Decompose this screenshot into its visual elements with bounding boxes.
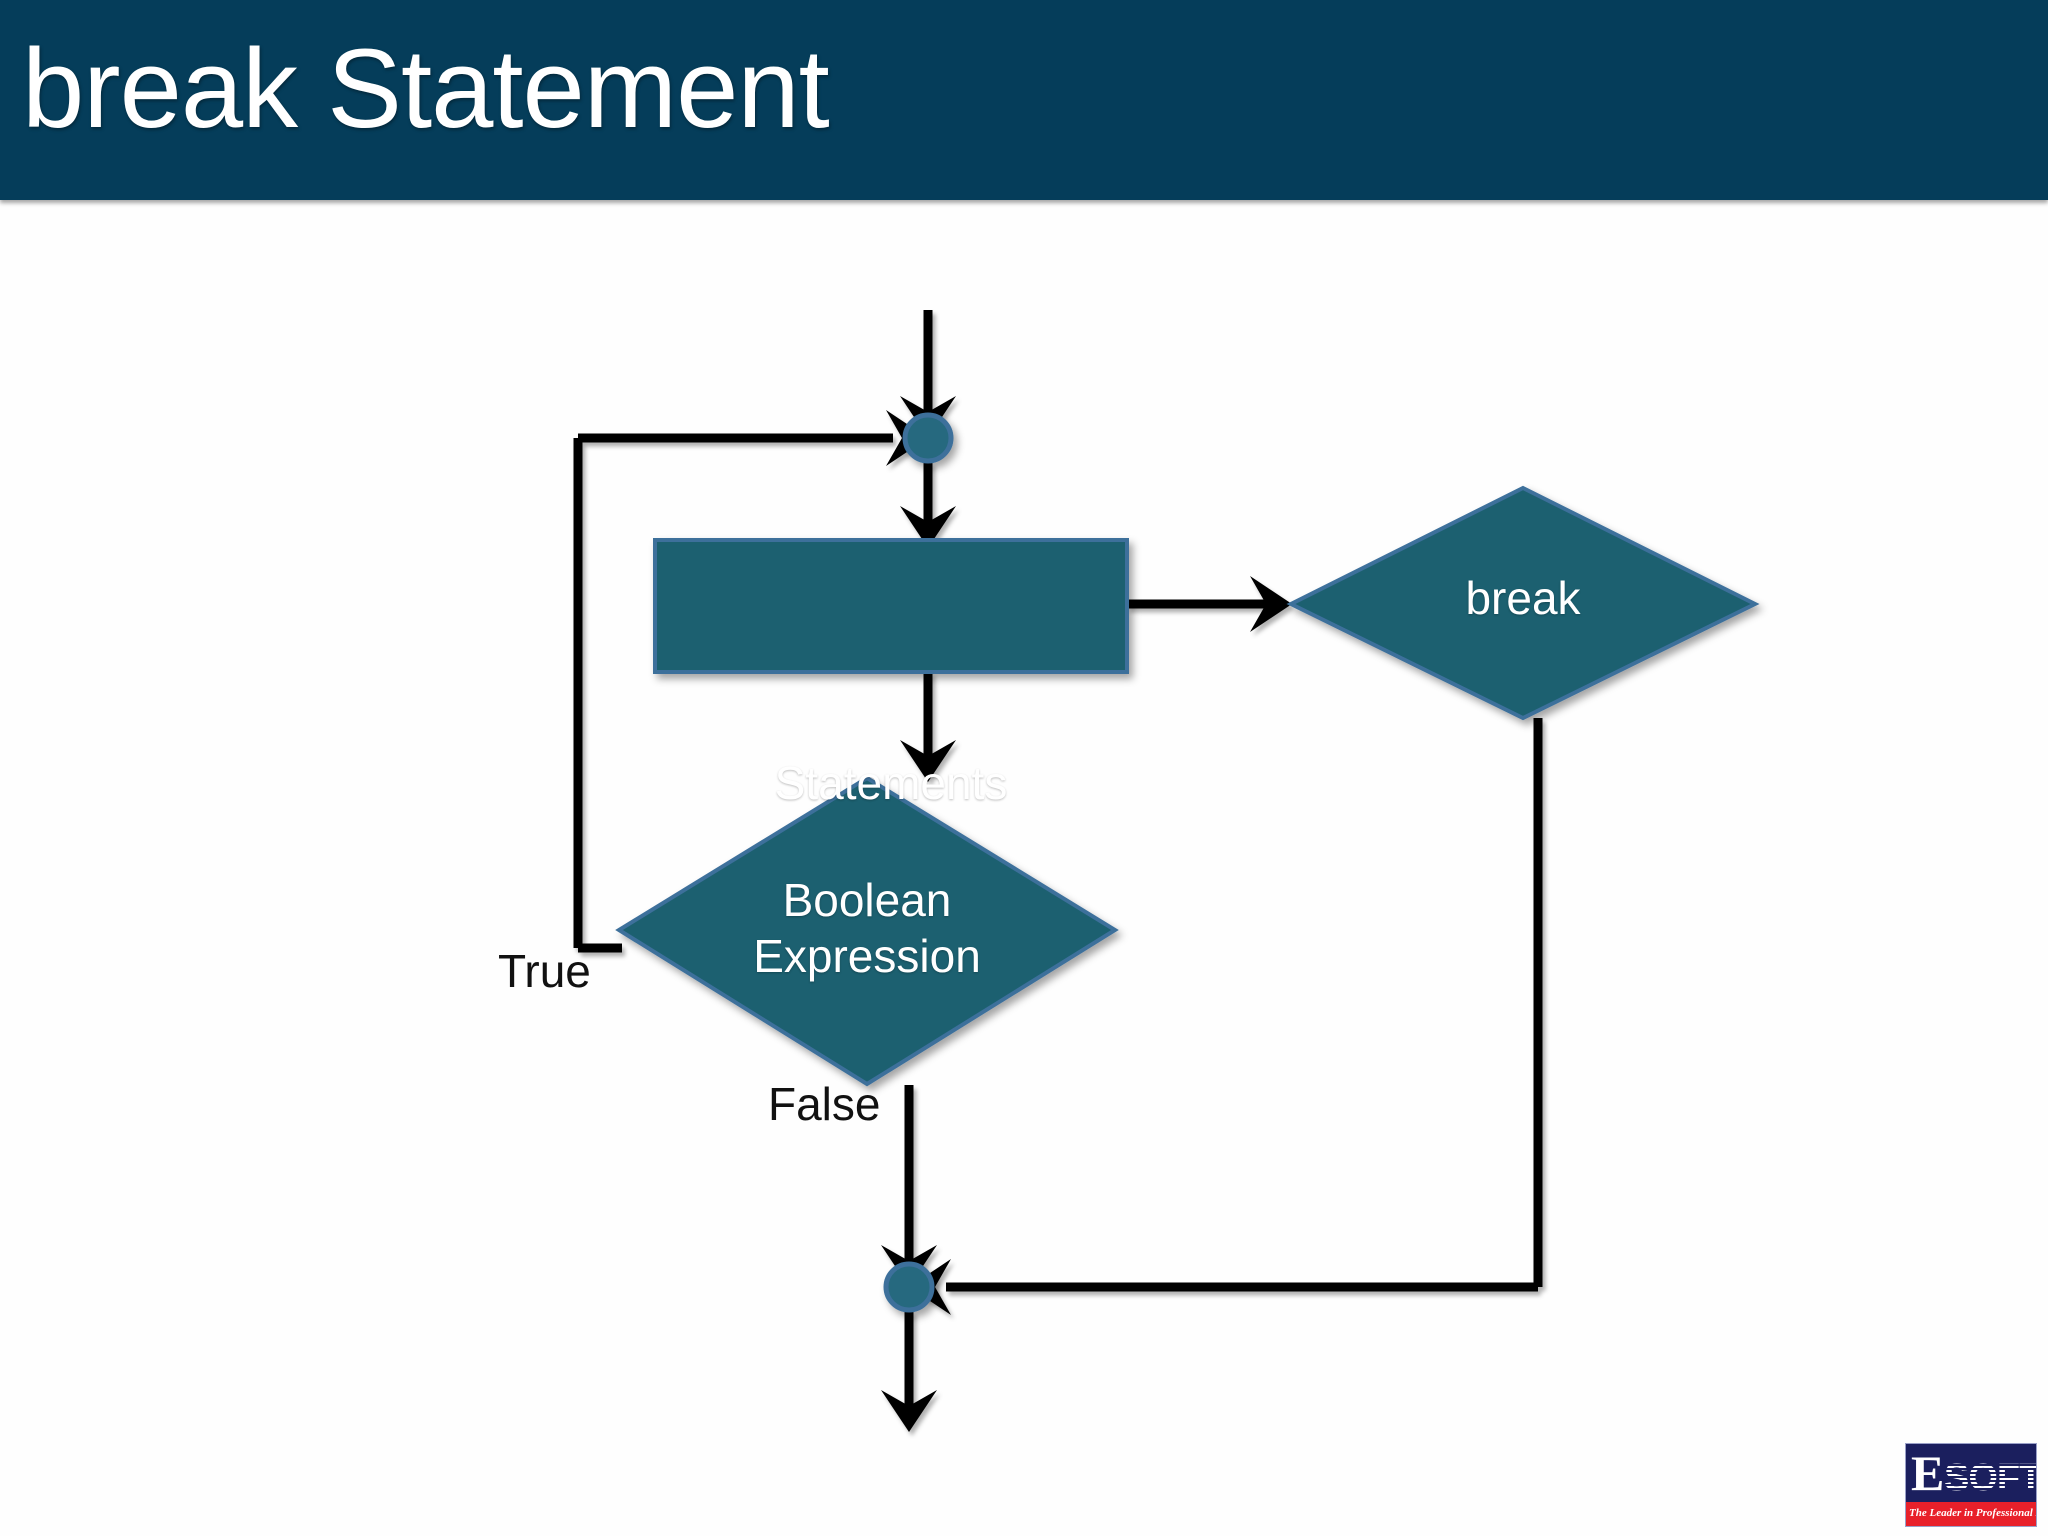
arrowhead-statements-to-boolean <box>900 740 956 782</box>
arrowhead-to-break <box>1250 576 1292 632</box>
logo-word-soft: SOFT <box>1944 1458 2036 1498</box>
esoft-logo: E SOFT The Leader in Professional IT Edu… <box>1905 1443 2037 1527</box>
logo-letter-e: E <box>1911 1445 1945 1501</box>
flowchart-svg <box>573 310 1760 1432</box>
boolean-expression-node <box>615 775 1119 1087</box>
logo-tagline-band: The Leader in Professional IT Education <box>1906 1502 2036 1526</box>
logo-tagline-text: The Leader in Professional IT Education <box>1909 1507 2036 1519</box>
loop-merge-dot <box>902 412 954 464</box>
arrowhead-merge-to-statements <box>900 506 956 548</box>
arrowhead-exit <box>881 1390 937 1432</box>
connector-group <box>573 310 1543 1412</box>
statements-node <box>653 538 1129 674</box>
exit-merge-dot <box>883 1261 935 1313</box>
edge-label-false: False <box>768 1078 881 1130</box>
page-title: break Statement <box>22 26 830 151</box>
edge-label-true: True <box>498 945 591 997</box>
logo-wordmark: E SOFT <box>1906 1444 2036 1502</box>
break-node <box>1286 485 1760 721</box>
flowchart-area: Statements break Boolean Expression True… <box>0 200 2048 1536</box>
slide-header-bar: break Statement <box>0 0 2048 200</box>
